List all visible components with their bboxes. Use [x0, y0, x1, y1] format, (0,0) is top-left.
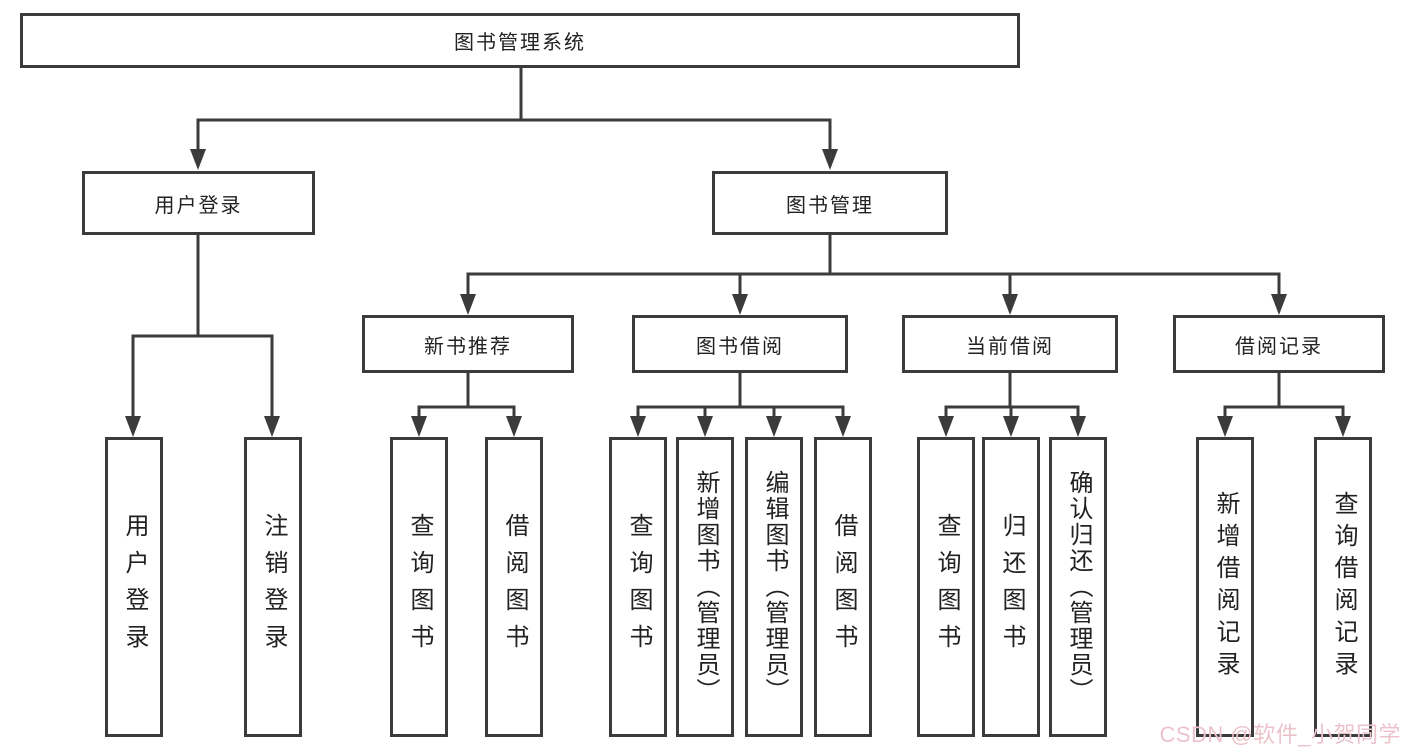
- leaf-query-books-3: 查询图书: [917, 437, 975, 737]
- leaf-edit-books-admin: 编辑图书（管理员）: [745, 437, 803, 737]
- node-user-login: 用户登录: [82, 171, 315, 235]
- leaf-borrow-books-2: 借阅图书: [814, 437, 872, 737]
- leaf-query-borrow-record: 查询借阅记录: [1314, 437, 1372, 737]
- node-book-management: 图书管理: [712, 171, 948, 235]
- leaf-query-books-1: 查询图书: [390, 437, 448, 737]
- leaf-add-borrow-record: 新增借阅记录: [1196, 437, 1254, 737]
- node-book-borrowing: 图书借阅: [632, 315, 848, 373]
- node-root-system: 图书管理系统: [20, 13, 1020, 68]
- leaf-return-books: 归还图书: [982, 437, 1040, 737]
- leaf-user-login: 用户登录: [105, 437, 163, 737]
- leaf-confirm-return-admin: 确认归还（管理员）: [1049, 437, 1107, 737]
- leaf-borrow-books-1: 借阅图书: [485, 437, 543, 737]
- csdn-watermark: CSDN @软件_小贺同学: [1159, 722, 1401, 747]
- node-new-book-recommend: 新书推荐: [362, 315, 574, 373]
- leaf-add-books-admin: 新增图书（管理员）: [676, 437, 734, 737]
- arrowheads: [125, 149, 1351, 437]
- leaf-query-books-2: 查询图书: [609, 437, 667, 737]
- node-current-borrowing: 当前借阅: [902, 315, 1118, 373]
- node-borrowing-records: 借阅记录: [1173, 315, 1385, 373]
- leaf-logout: 注销登录: [244, 437, 302, 737]
